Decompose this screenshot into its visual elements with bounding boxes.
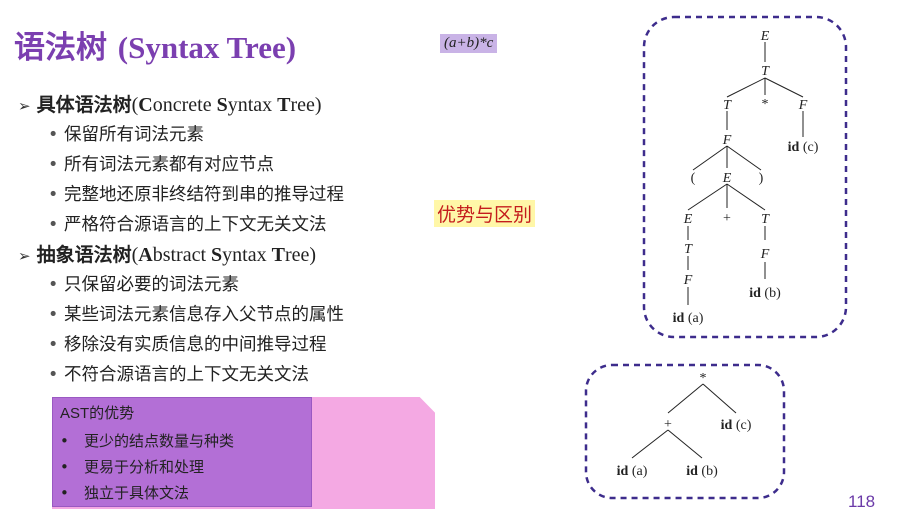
abstract-item: •某些词法元素信息存入父节点的属性 (48, 305, 344, 325)
title-en: (Syntax Tree) (117, 30, 297, 65)
abstract-heading-zh: 抽象语法树 (36, 244, 132, 266)
tree-node: T (761, 64, 770, 79)
page-number: 118 (848, 492, 876, 511)
tree-node: ( (691, 171, 696, 186)
tree-node: E (722, 171, 732, 186)
arrow-bullet-icon: ➢ (18, 247, 31, 265)
tree-node-id: id (c) (788, 140, 819, 155)
tree-node: F (760, 247, 770, 262)
concrete-tree-edges (687, 42, 804, 305)
ast-box-title: AST的优势 (60, 405, 135, 422)
tree-node: T (761, 212, 770, 227)
tree-node-id: id (c) (721, 418, 752, 433)
concrete-item: •保留所有词法元素 (48, 125, 204, 145)
tree-node: F (798, 98, 808, 113)
tree-node: F (722, 133, 732, 148)
tree-node: F (683, 273, 693, 288)
abstract-item: •不符合源语言的上下文无关文法 (48, 365, 309, 385)
tree-node-id: id (a) (617, 464, 648, 479)
ast-box-item: •更易于分析和处理 (60, 458, 205, 476)
concrete-item: •严格符合源语言的上下文无关文法 (48, 215, 327, 235)
tree-node: T (684, 242, 693, 257)
tree-node: T (723, 98, 732, 113)
title-zh: 语法树 (14, 30, 107, 66)
tree-node: E (683, 212, 693, 227)
tree-node: * (700, 371, 707, 386)
concrete-item: •完整地还原非终结符到串的推导过程 (48, 185, 344, 205)
abstract-item: •移除没有实质信息的中间推导过程 (48, 335, 327, 355)
tree-node: + (723, 211, 731, 226)
expression-label: (a+b)*c (440, 34, 498, 53)
tree-node-id: id (a) (673, 311, 704, 326)
tree-node: * (762, 97, 769, 112)
tree-node-id: id (b) (686, 464, 718, 479)
concrete-item: •所有词法元素都有对应节点 (48, 155, 274, 175)
ast-box-item: •更少的结点数量与种类 (60, 432, 235, 450)
ast-advantages-box (52, 397, 312, 507)
ast-box-item: •独立于具体文法 (60, 484, 190, 502)
ast-tree-edges (631, 383, 737, 459)
advantage-label: 优势与区别 (434, 200, 536, 227)
concrete-heading: ➢具体语法树(Concrete Syntax Tree) (18, 94, 322, 116)
concrete-tree-frame (642, 15, 848, 339)
arrow-bullet-icon: ➢ (18, 97, 31, 115)
page-title: 语法树 (Syntax Tree) (14, 22, 296, 67)
concrete-heading-zh: 具体语法树 (36, 94, 132, 116)
tree-node: E (760, 29, 770, 44)
abstract-heading: ➢抽象语法树(Abstract Syntax Tree) (18, 244, 317, 266)
tree-node-id: id (b) (749, 286, 781, 301)
abstract-item: •只保留必要的词法元素 (48, 275, 239, 295)
tree-node: ) (759, 171, 764, 186)
tree-node: + (664, 417, 672, 432)
